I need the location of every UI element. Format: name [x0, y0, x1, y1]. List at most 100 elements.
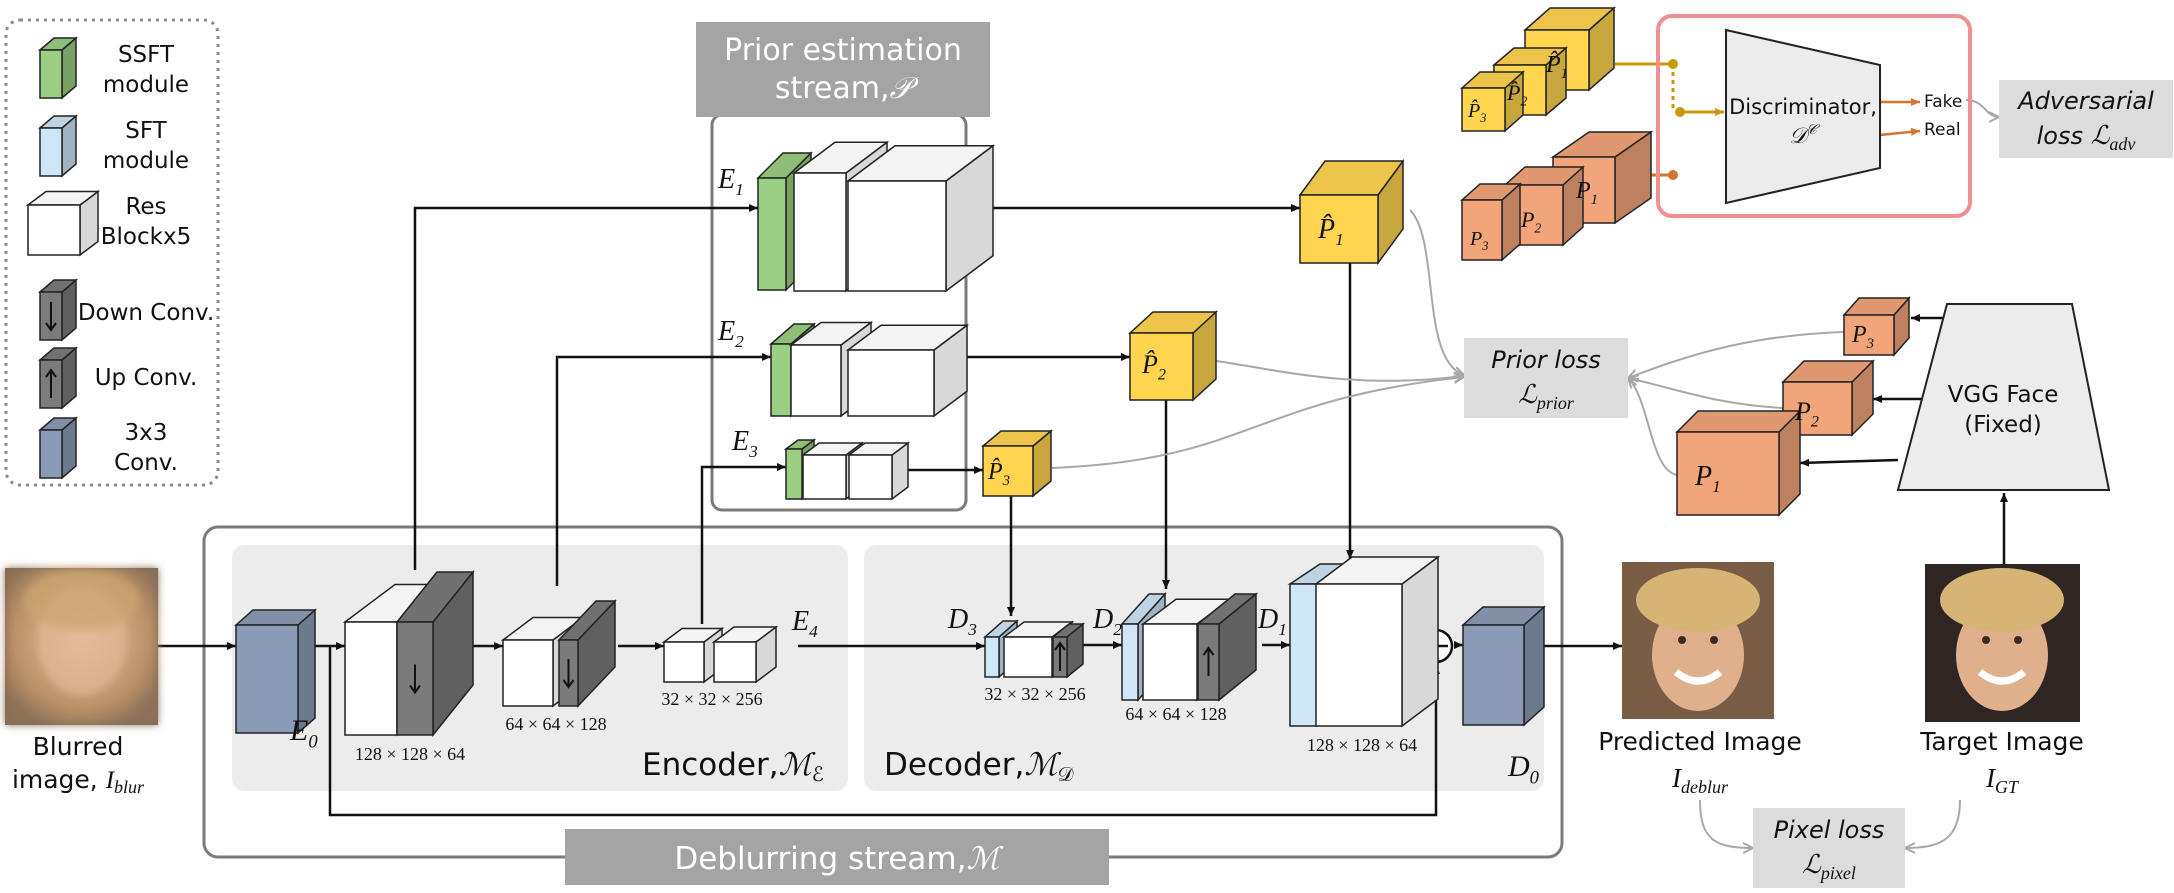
label-e3: E3 — [731, 426, 758, 461]
vgg-face: VGG Face (Fixed) — [1896, 303, 2111, 491]
prior-res1b — [845, 144, 996, 293]
prior-stream-title-line2: stream,𝒫 — [775, 71, 920, 106]
label-d2: D2 — [1092, 604, 1122, 639]
encoder-title: Encoder,ℳℰ — [642, 747, 824, 786]
predicted-image-title: Predicted Image — [1598, 727, 1802, 756]
disc-p3 — [1460, 182, 1522, 262]
adv-loss-line1: Adversarial — [2016, 87, 2154, 115]
enc-res3b — [711, 625, 779, 684]
blurred-image — [5, 568, 158, 725]
prior-stream-header — [696, 22, 990, 117]
p3-vgg — [1842, 296, 1911, 357]
prior-res3b — [846, 441, 911, 501]
phat1-to-prior-loss — [1409, 209, 1464, 375]
dim-enc3: 32 × 32 × 256 — [661, 689, 762, 709]
decoder-title: Decoder,ℳ𝒟 — [884, 747, 1073, 786]
legend-conv-line2: Conv. — [114, 450, 178, 476]
prior-loss-var: ℒprior — [1518, 380, 1575, 413]
legend-up: Up Conv. — [95, 365, 198, 391]
label-disc-p3: P3 — [1469, 228, 1488, 253]
dim-dec3: 32 × 32 × 256 — [984, 684, 1085, 704]
connections — [158, 59, 2008, 848]
dimension-labels: 128 × 128 × 64 64 × 64 × 128 32 × 32 × 256… — [355, 684, 1417, 764]
label-disc-p2: P2 — [1520, 207, 1541, 236]
enc-to-e1 — [413, 204, 758, 570]
connector — [1628, 378, 1784, 409]
legend-up-icon — [37, 346, 79, 410]
adv-loss-line2: loss ℒadv — [2037, 121, 2136, 154]
label-d3: D3 — [947, 604, 977, 639]
input-label-line1: Blurred — [33, 732, 124, 761]
network-blocks — [25, 6, 1911, 738]
target-image — [1925, 564, 2080, 722]
conv-d0 — [1461, 605, 1546, 727]
label-disc-phat3: P̂3 — [1467, 99, 1486, 125]
label-e4: E4 — [791, 606, 818, 641]
prior-stream-title-line1: Prior estimation — [724, 33, 962, 68]
adversarial-loss-box: Adversarial loss ℒadv — [1999, 80, 2173, 158]
deblurring-stream-title: Deblurring stream,ℳ — [674, 841, 1003, 877]
connector — [1699, 799, 1753, 848]
label-p3: P3 — [1851, 322, 1874, 352]
predicted-image-var: Ideblur — [1671, 763, 1729, 797]
legend-conv-line1: 3x3 — [125, 420, 168, 446]
label-phat2: P̂2 — [1141, 350, 1166, 384]
prior-res2b — [845, 323, 970, 418]
pixel-loss-var: ℒpixel — [1802, 850, 1856, 883]
predicted-image — [1622, 562, 1774, 719]
p1-vgg — [1675, 409, 1802, 517]
vgg-line2: (Fixed) — [1964, 412, 2042, 438]
pixel-loss-title: Pixel loss — [1774, 816, 1885, 844]
legend-box — [4, 18, 220, 487]
label-e2: E2 — [717, 316, 744, 351]
skip-connection — [328, 646, 1440, 817]
enc-down1 — [395, 569, 475, 738]
vgg-line1: VGG Face — [1948, 382, 2059, 408]
label-disc-p1: P1 — [1575, 178, 1598, 208]
label-phat1: P̂1 — [1317, 214, 1344, 249]
dec-up3 — [1050, 622, 1086, 679]
disc-phat3 — [1460, 70, 1525, 133]
legend-ssft-line2: module — [103, 72, 189, 98]
target-image-var: IGT — [1985, 763, 2020, 797]
prior-estimation-stream: Prior estimation stream,𝒫 — [696, 22, 990, 512]
connector — [1628, 331, 1845, 378]
legend-conv-icon — [37, 416, 79, 480]
prior-loss-title: Prior loss — [1491, 346, 1601, 374]
dim-dec1: 128 × 128 × 64 — [1307, 735, 1417, 755]
dec-up2 — [1195, 592, 1259, 702]
label-disc-phat1: P̂1 — [1545, 51, 1568, 82]
label-d0: D0 — [1507, 750, 1540, 789]
enc-to-e2 — [555, 353, 771, 586]
legend-ssft-icon — [37, 36, 79, 100]
conv-e0 — [234, 608, 317, 735]
fake-label: Fake — [1924, 92, 1962, 112]
label-e0: E0 — [289, 714, 318, 753]
ssft-e1 — [756, 151, 813, 292]
legend-down: Down Conv. — [78, 300, 214, 326]
legend-sft-icon — [37, 114, 79, 178]
legend-sft-line1: SFT — [125, 118, 167, 144]
discriminator-panel: Discriminator, 𝒟𝒞 Fake Real — [1656, 14, 1972, 218]
legend-ssft-line1: SSFT — [118, 42, 175, 68]
p2-vgg — [1781, 359, 1875, 437]
connector — [1905, 799, 1961, 848]
block-labels: E0E1E2E3E4D0D1D2D3P̂1P̂2P̂3P̂1P̂2P̂3P1P2… — [289, 51, 1874, 788]
label-p2: P2 — [1794, 397, 1819, 431]
label-e1: E1 — [717, 164, 744, 199]
label-disc-phat2: P̂2 — [1506, 80, 1527, 109]
input-label-line2: image, Iblur — [12, 765, 145, 797]
legend-res-line2: Blockx5 — [101, 224, 191, 250]
prior-loss-box: Prior loss ℒprior — [1464, 338, 1628, 418]
dim-enc2: 64 × 64 × 128 — [505, 714, 606, 734]
dim-dec2: 64 × 64 × 128 — [1125, 704, 1226, 724]
legend-res-line1: Res — [125, 194, 166, 220]
phat2 — [1128, 310, 1218, 402]
enc-down2 — [557, 599, 617, 708]
connector — [1628, 378, 1678, 476]
label-d1: D1 — [1257, 604, 1287, 639]
label-phat3: P̂3 — [987, 458, 1010, 489]
connector — [1215, 360, 1464, 381]
discriminator-title: Discriminator, — [1729, 95, 1877, 119]
